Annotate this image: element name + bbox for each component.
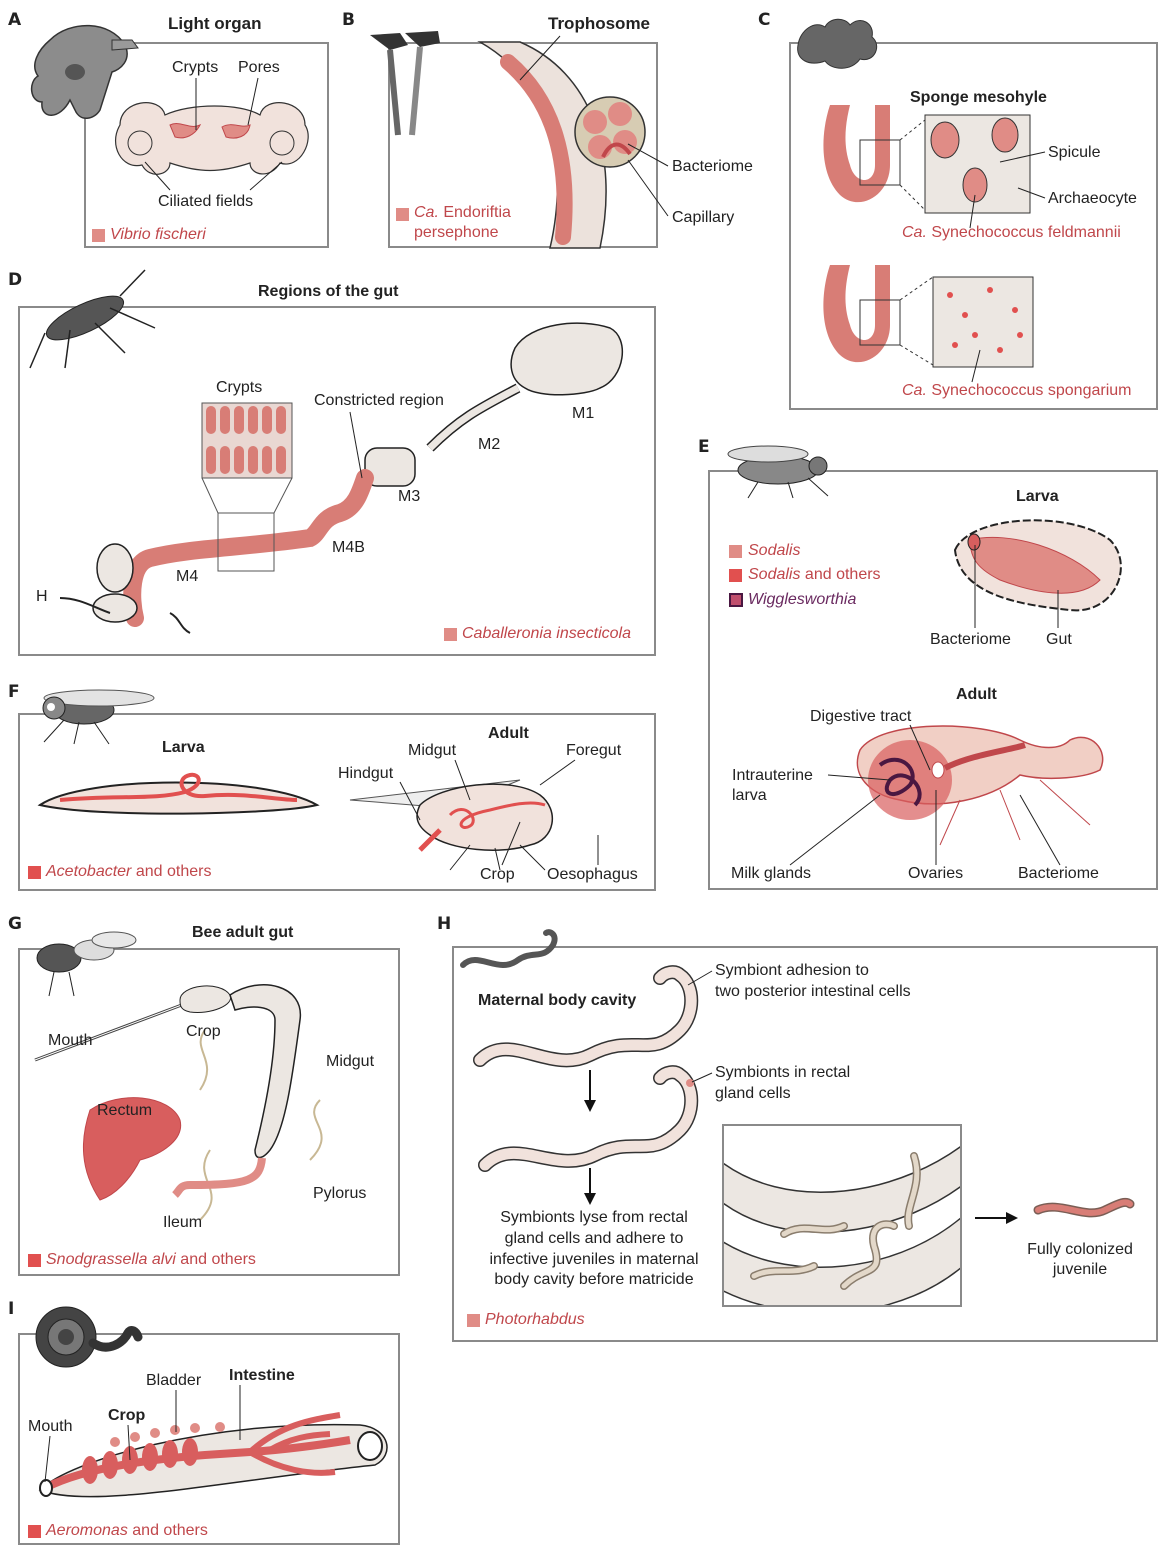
rectal-line2: gland cells [715, 1085, 791, 1102]
bladder-label: Bladder [146, 1371, 201, 1390]
intestine-label: Intestine [229, 1366, 295, 1385]
adhesion-line1: Symbiont adhesion to [715, 962, 869, 979]
lyse-description: Symbionts lyse from rectal gland cells an… [470, 1208, 718, 1291]
adhesion-line2: two posterior intestinal cells [715, 983, 911, 1000]
colonized-line1: Fully colonized [1027, 1241, 1133, 1258]
mouth-label-i: Mouth [28, 1417, 72, 1436]
lyse-line2: gland cells and adhere to [505, 1230, 684, 1247]
colonized-juvenile-illustration [1030, 1190, 1140, 1230]
lyse-line1: Symbionts lyse from rectal [500, 1209, 688, 1226]
species-aeromonas: Aeromonas and others [46, 1521, 208, 1540]
crop-label-i: Crop [108, 1406, 145, 1425]
colonized-line2: juvenile [1053, 1261, 1107, 1278]
rectal-gland-label: Symbionts in rectal gland cells [715, 1063, 850, 1105]
body-cavity-inset [722, 1124, 962, 1307]
body-cavity-inset-drawing [724, 1126, 962, 1307]
panel-i-leaders [0, 0, 400, 1547]
adhesion-label: Symbiont adhesion to two posterior intest… [715, 961, 911, 1003]
lyse-line4: body cavity before matricide [494, 1271, 693, 1288]
species-aeromonas-rest: and others [128, 1522, 208, 1539]
legend-swatch-aeromonas [28, 1525, 41, 1538]
legend-swatch-photorhabdus [467, 1314, 480, 1327]
lyse-line3: infective juveniles in maternal [490, 1251, 699, 1268]
rectal-line1: Symbionts in rectal [715, 1064, 850, 1081]
species-aeromonas-it: Aeromonas [46, 1522, 128, 1539]
fully-colonized-label: Fully colonized juvenile [1016, 1240, 1144, 1280]
species-photorhabdus: Photorhabdus [485, 1310, 585, 1329]
